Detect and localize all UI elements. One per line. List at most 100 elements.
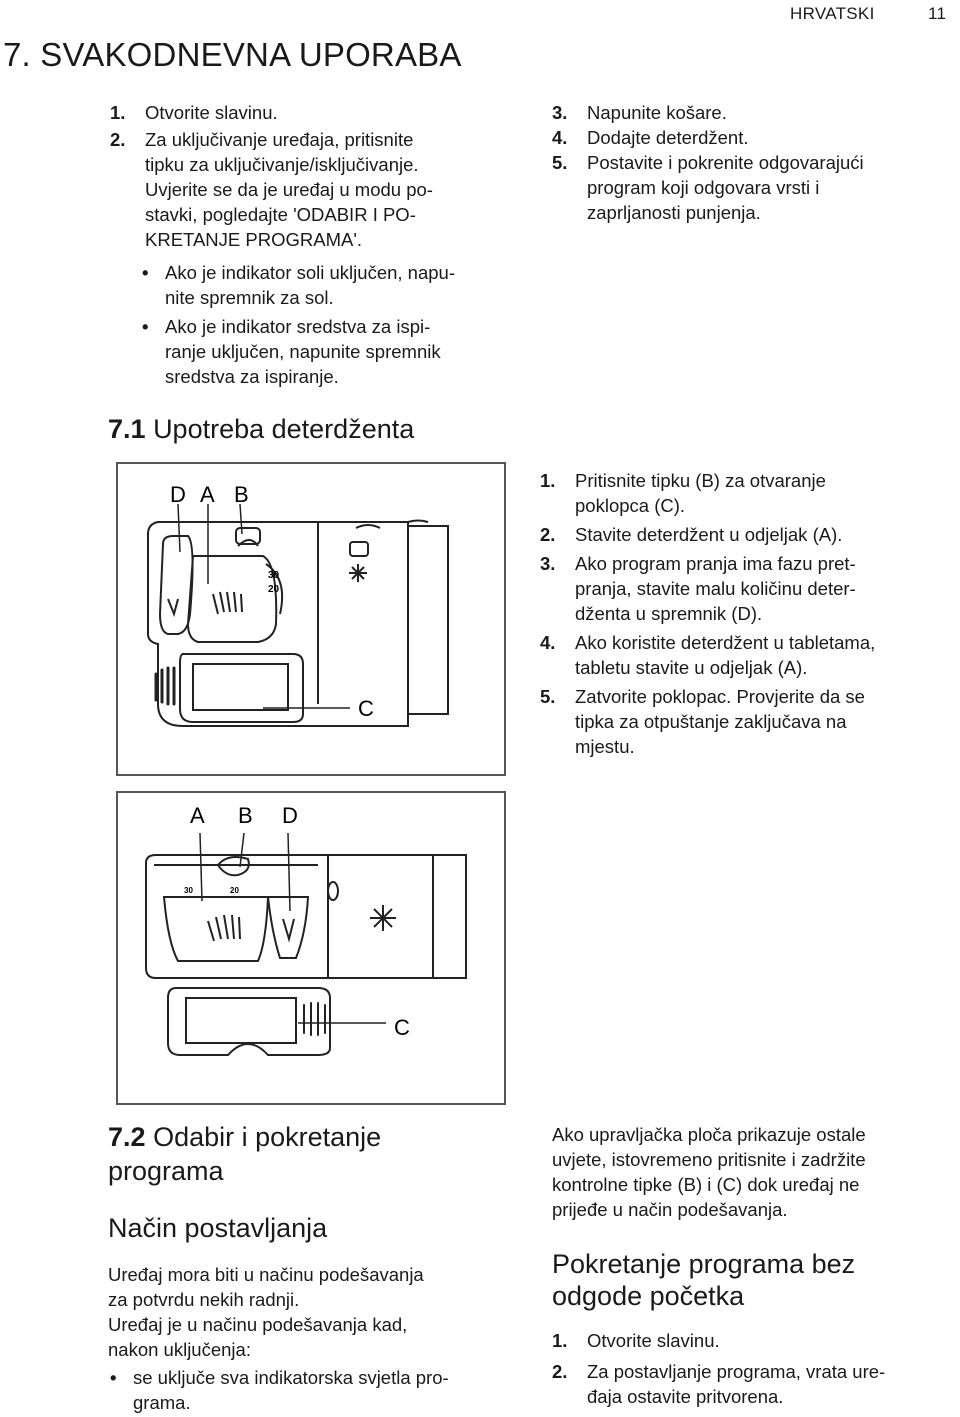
bullet-text-line: ranje uključen, napunite spremnik [165,341,441,362]
figure-label-d: D [170,482,186,507]
step-text-line: Za uključivanje uređaja, pritisnite [145,129,414,150]
step-number: 5. [552,152,568,173]
list-item: 4. Ako koristite deterdžent u tabletama,… [540,630,950,680]
step-number: 3. [540,553,556,574]
figure-label-c: C [394,1015,410,1040]
list-item: 2. Stavite deterdžent u odjeljak (A). [540,522,950,547]
step-text: Napunite košare. [587,102,727,123]
bullet-item: • se uključe sva indikatorska svjetla pr… [108,1365,528,1415]
step-number: 2. [552,1361,568,1382]
step-text-line: program koji odgovara vrsti i [587,177,820,198]
step-text-line: tabletu stavite u odjeljak (A). [575,657,808,678]
language-label: HRVATSKI [790,4,875,23]
paragraph-line: Uređaj je u načinu podešavanja kad, [108,1314,408,1335]
list-item: 1. Otvorite slavinu. [110,100,510,125]
figure-label-c: C [358,696,374,721]
subheading-line: Pokretanje programa bez [552,1249,856,1279]
start-program-subheading: Pokretanje programa bez odgode početka [552,1248,855,1312]
heading-number: 7.2 [108,1122,146,1152]
left-steps-list: 1. Otvorite slavinu. 2. Za uključivanje … [110,100,510,252]
list-item: 1. Otvorite slavinu. [552,1328,952,1353]
bullet-icon: • [142,262,149,283]
step-text: Dodajte deterdžent. [587,127,749,148]
dial-label-30: 30 [184,886,193,895]
bullet-text-line: grama. [133,1392,191,1413]
step-text-line: Za postavljanje programa, vrata ure- [587,1361,886,1382]
figure-label-a: A [200,482,215,507]
bullet-item: • Ako je indikator sredstva za ispi- ran… [140,314,520,389]
step-text-line: Stavite deterdžent u odjeljak (A). [575,524,843,545]
paragraph-line: kontrolne tipke (B) i (C) dok uređaj ne [552,1174,860,1195]
paragraph-line: prijeđe u način podešavanja. [552,1199,788,1220]
step-text-line: stavki, pogledajte 'ODABIR I PO- [145,204,416,225]
step-text-line: Ako koristite deterdžent u tabletama, [575,632,876,653]
step-number: 5. [540,686,556,707]
bullet-text-line: Ako je indikator soli uključen, napu- [165,262,455,283]
step-text-line: tipka za otpuštanje zaključava na [575,711,847,732]
figure-label-d: D [282,803,298,828]
step-text-line: KRETANJE PROGRAMA'. [145,229,362,250]
step-number: 1. [110,102,126,123]
paragraph-line: nakon uključenja: [108,1339,251,1360]
figure-label-a: A [190,803,205,828]
setting-mode-paragraph: Uređaj mora biti u načinu podešavanja za… [108,1262,528,1362]
figure-label-b: B [234,482,249,507]
step-text-line: Zatvorite poklopac. Provjerite da se [575,686,865,707]
paragraph-line: za potvrdu nekih radnji. [108,1289,300,1310]
page-number: 11 [928,4,947,23]
paragraph-line: Ako upravljačka ploča prikazuje ostale [552,1124,866,1145]
figure-label-b: B [238,803,253,828]
step-number: 1. [540,470,556,491]
list-item: 2. Za uključivanje uređaja, pritisnite t… [110,127,510,252]
step-text-line: dženta u spremnik (D). [575,603,763,624]
bullet-text-line: sredstva za ispiranje. [165,366,339,387]
step-number: 2. [110,129,126,150]
step-number: 4. [552,127,568,148]
step-number: 4. [540,632,556,653]
step-text-line: mjestu. [575,736,635,757]
detergent-steps-list: 1. Pritisnite tipku (B) za otvaranje pok… [540,468,950,759]
step-text: Otvorite slavinu. [145,102,278,123]
bullet-text-line: nite spremnik za sol. [165,287,334,308]
subsection-heading-7-1: 7.1 Upotreba deterdženta [108,414,414,445]
list-item: 3. Ako program pranja ima fazu pret- pra… [540,551,950,626]
dial-label-30: 30 [268,570,280,581]
step-text-line: đaja ostavite pritvorena. [587,1386,784,1407]
step-text-line: poklopca (C). [575,495,686,516]
heading-text: Odabir i pokretanje [153,1122,382,1152]
heading-number: 7.1 [108,414,146,444]
bullet-icon: • [142,316,149,337]
step-text-line: pranja, stavite malu količinu deter- [575,578,856,599]
step-number: 3. [552,102,568,123]
bullet-text-line: Ako je indikator sredstva za ispi- [165,316,431,337]
step-text-line: tipku za uključivanje/isključivanje. [145,154,419,175]
heading-text: Upotreba deterdženta [153,414,415,444]
dispenser-figure-2: 30 20 A B D C [116,791,506,1105]
dial-label-20: 20 [230,886,239,895]
start-program-steps: 1. Otvorite slavinu. 2. Za postavljanje … [552,1328,952,1409]
step-number: 2. [540,524,556,545]
left-bullets-list: • Ako je indikator soli uključen, napu- … [140,260,520,389]
list-item: 4. Dodajte deterdžent. [552,125,952,150]
step-text-line: Uvjerite se da je uređaj u modu po- [145,179,433,200]
setting-mode-bullets: • se uključe sva indikatorska svjetla pr… [108,1365,528,1415]
heading-text-line: programa [108,1156,224,1186]
bullet-item: • Ako je indikator soli uključen, napu- … [140,260,520,310]
step-text-line: Ako program pranja ima fazu pret- [575,553,856,574]
list-item: 5. Postavite i pokrenite odgovarajući pr… [552,150,952,225]
step-text-line: zaprljanosti punjenja. [587,202,761,223]
step-text-line: Postavite i pokrenite odgovarajući [587,152,864,173]
dispenser-figure-1: 30 20 D A B C [116,462,506,776]
subheading-line: odgode početka [552,1281,745,1311]
bullet-icon: • [110,1367,117,1388]
control-panel-paragraph: Ako upravljačka ploča prikazuje ostale u… [552,1122,952,1222]
paragraph-line: Uređaj mora biti u načinu podešavanja [108,1264,424,1285]
section-title: 7. SVAKODNEVNA UPORABA [3,36,462,73]
paragraph-line: uvjete, istovremeno pritisnite i zadržit… [552,1149,866,1170]
list-item: 3. Napunite košare. [552,100,952,125]
dial-label-20: 20 [268,584,280,595]
bullet-text-line: se uključe sva indikatorska svjetla pro- [133,1367,449,1388]
step-text-line: Pritisnite tipku (B) za otvaranje [575,470,826,491]
list-item: 5. Zatvorite poklopac. Provjerite da se … [540,684,950,759]
setting-mode-subheading: Način postavljanja [108,1213,328,1243]
